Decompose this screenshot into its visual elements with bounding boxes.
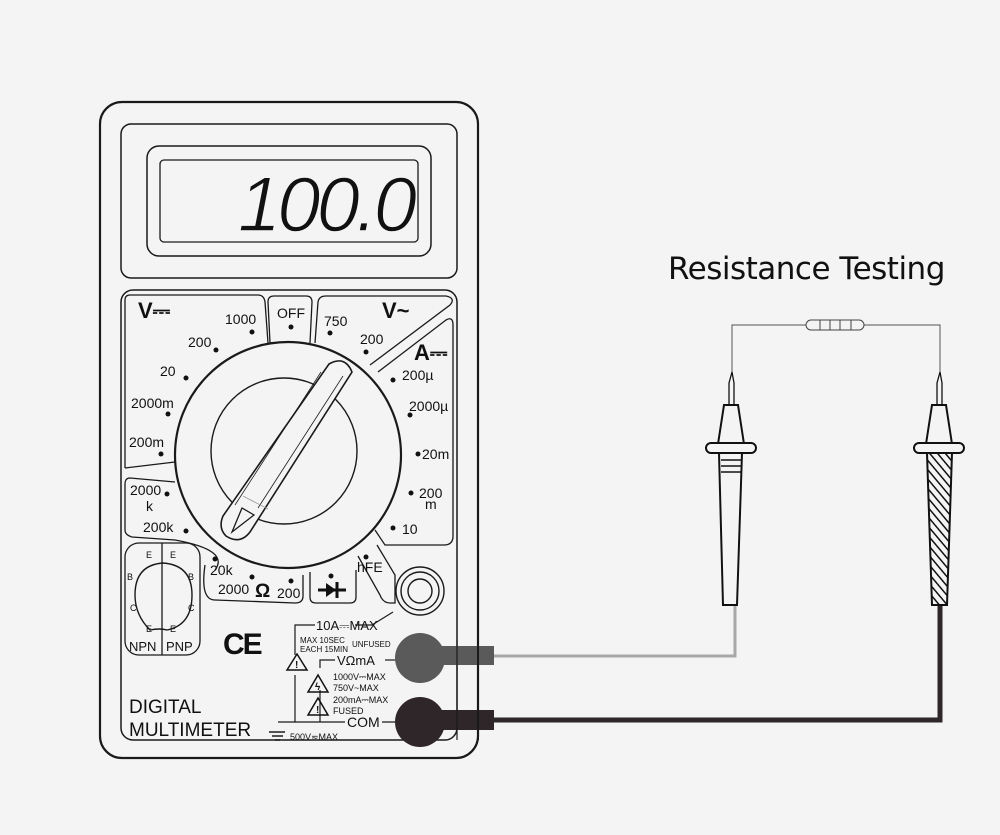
jack-vohm[interactable] xyxy=(395,633,494,683)
jack-vohm-note: 1000V⎓MAX xyxy=(333,672,386,682)
range-ohm-2000k-unit: k xyxy=(146,498,154,514)
pointer-arrow-icon xyxy=(230,507,256,535)
lcd-display: 100.0 xyxy=(237,159,421,249)
fuse-warning-icon xyxy=(306,696,330,716)
rotary-dial[interactable] xyxy=(173,340,403,570)
diode-icon xyxy=(318,582,346,598)
svg-text:C: C xyxy=(188,603,195,613)
dc-voltage-symbol: V⎓ xyxy=(138,298,171,323)
jack-10a-note: EACH 15MIN xyxy=(300,645,348,654)
npn-label: NPN xyxy=(129,639,156,654)
range-v-dc-1000[interactable]: 1000 xyxy=(225,311,256,327)
svg-text:!: ! xyxy=(295,660,298,671)
jack-10a-label: 10A⎓MAX xyxy=(316,618,378,633)
range-ohm-200[interactable]: 200 xyxy=(277,585,301,601)
transistor-socket[interactable]: E B C E E B C E NPN PNP xyxy=(127,550,195,654)
range-a-dc-2000u[interactable]: 2000µ xyxy=(409,398,448,414)
resistor-circuit xyxy=(731,324,941,375)
svg-text:E: E xyxy=(170,624,176,634)
range-ohm-2000[interactable]: 2000 xyxy=(218,581,249,597)
range-a-dc-200u[interactable]: 200µ xyxy=(402,367,433,383)
red-lead-wire xyxy=(494,605,737,658)
svg-text:ϟ: ϟ xyxy=(315,682,321,693)
range-ohm-2000k[interactable]: 2000 xyxy=(130,482,161,498)
range-a-dc-200m[interactable]: 200 xyxy=(419,485,443,501)
jack-com-note: 500V≂MAX xyxy=(290,732,338,742)
svg-text:B: B xyxy=(188,572,194,582)
jack-10a-note: MAX 10SEC xyxy=(300,636,345,645)
range-v-dc-200[interactable]: 200 xyxy=(188,334,212,350)
jack-10a-unfused: UNFUSED xyxy=(352,640,391,649)
device-name-line1: DIGITAL xyxy=(129,697,202,718)
range-v-ac-200[interactable]: 200 xyxy=(360,331,384,347)
jack-vohm-note: 200mA⎓MAX xyxy=(333,695,388,705)
jack-vohm-fused: FUSED xyxy=(333,706,364,716)
svg-text:E: E xyxy=(146,550,152,560)
svg-text:E: E xyxy=(146,624,152,634)
resistor-icon xyxy=(805,319,865,331)
black-lead-wire xyxy=(494,605,943,723)
svg-text:!: ! xyxy=(316,705,319,716)
black-probe[interactable] xyxy=(913,371,965,606)
multimeter-body xyxy=(98,100,480,760)
range-ohm-200k[interactable]: 200k xyxy=(143,519,174,535)
range-v-dc-20[interactable]: 20 xyxy=(160,363,176,379)
svg-text:B: B xyxy=(127,572,133,582)
high-voltage-warning-icon xyxy=(306,673,330,693)
dial-pointer[interactable] xyxy=(220,360,353,541)
jack-com[interactable] xyxy=(395,697,494,747)
ohm-symbol: Ω xyxy=(255,581,270,602)
svg-text:C: C xyxy=(130,603,137,613)
jack-vohm-label: VΩmA xyxy=(337,653,375,668)
jack-10a[interactable] xyxy=(395,566,445,616)
ground-icon xyxy=(269,731,285,741)
lcd-reading: 100.0 xyxy=(238,160,417,248)
jack-vohm-note: 750V~MAX xyxy=(333,683,379,693)
dc-current-symbol: A⎓ xyxy=(414,340,448,365)
range-diode[interactable] xyxy=(318,573,346,599)
ce-mark: CE xyxy=(223,628,262,661)
range-a-dc-10[interactable]: 10 xyxy=(402,521,418,537)
warning-icon xyxy=(285,652,309,671)
range-a-dc-200m-unit: m xyxy=(425,496,437,512)
dial-panels xyxy=(124,294,454,656)
range-a-dc-20m[interactable]: 20m xyxy=(422,446,449,462)
pnp-label: PNP xyxy=(166,639,193,654)
range-v-dc-200m[interactable]: 200m xyxy=(129,434,164,450)
range-off[interactable]: OFF xyxy=(277,305,305,321)
diagram-title: Resistance Testing xyxy=(668,251,945,287)
jack-com-label: COM xyxy=(347,714,380,730)
red-probe[interactable] xyxy=(705,371,757,606)
device-name-line2: MULTIMETER xyxy=(129,720,251,741)
range-hfe[interactable]: hFE xyxy=(357,559,383,575)
range-v-dc-2000m[interactable]: 2000m xyxy=(131,395,174,411)
svg-text:E: E xyxy=(170,550,176,560)
range-ohm-20k[interactable]: 20k xyxy=(210,562,234,578)
range-v-ac-750[interactable]: 750 xyxy=(324,313,348,329)
ac-voltage-symbol: V~ xyxy=(382,298,410,323)
